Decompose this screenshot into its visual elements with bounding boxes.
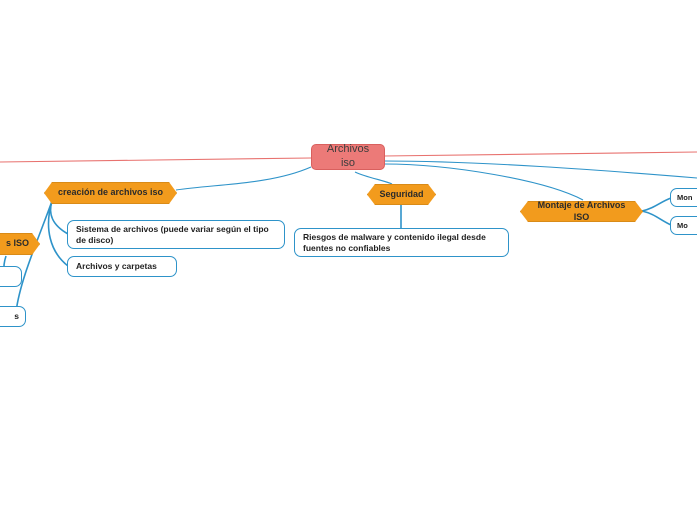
leaf-node-archivos-y-carpetas[interactable]: Archivos y carpetas xyxy=(67,256,177,277)
leaf-node-montaje-sub-2-label: Mo xyxy=(677,220,688,230)
leaf-node-clipped-left-2-label: s xyxy=(14,311,19,322)
leaf-node-sistema-de-archivos[interactable]: Sistema de archivos (puede variar según … xyxy=(67,220,285,249)
leaf-node-clipped-left-2[interactable]: s xyxy=(0,306,26,327)
edge-creacion-carpetas xyxy=(47,200,69,267)
topic-node-seguridad-label: Seguridad xyxy=(379,188,424,199)
topic-node-clipped-left-label: s ISO xyxy=(5,238,29,249)
edge-creacion-sistema xyxy=(49,200,69,235)
topic-node-seguridad[interactable]: Seguridad xyxy=(367,184,436,205)
root-node[interactable]: Archivos iso xyxy=(311,143,385,170)
leaf-node-montaje-sub-1-label: Mon xyxy=(677,192,693,202)
edge-root-right-red xyxy=(383,151,697,157)
topic-node-montaje[interactable]: Montaje de Archivos ISO xyxy=(520,201,643,222)
leaf-node-montaje-sub-1[interactable]: Mon xyxy=(670,188,697,207)
leaf-node-clipped-left-1[interactable] xyxy=(0,266,22,287)
edge-montaje-mon2 xyxy=(641,210,672,226)
edge-root-creacion xyxy=(175,166,312,191)
edge-root-seguridad xyxy=(354,171,393,185)
edge-root-farright xyxy=(383,160,697,179)
leaf-node-archivos-y-carpetas-label: Archivos y carpetas xyxy=(76,261,157,272)
edge-root-left-red xyxy=(0,157,312,163)
edge-creacion-down xyxy=(15,200,53,313)
topic-node-creacion[interactable]: creación de archivos iso xyxy=(44,182,177,204)
leaf-node-sistema-de-archivos-label: Sistema de archivos (puede variar según … xyxy=(76,223,269,245)
topic-node-clipped-left[interactable]: s ISO xyxy=(0,233,40,255)
edge-montaje-mon1 xyxy=(641,197,672,212)
leaf-node-riesgos-malware[interactable]: Riesgos de malware y contenido ilegal de… xyxy=(294,228,509,257)
root-node-label: Archivos iso xyxy=(326,143,370,169)
topic-node-montaje-label: Montaje de Archivos ISO xyxy=(537,200,626,222)
topic-node-creacion-label: creación de archivos iso xyxy=(57,187,164,198)
leaf-node-riesgos-malware-label: Riesgos de malware y contenido ilegal de… xyxy=(303,231,486,253)
leaf-node-montaje-sub-2[interactable]: Mo xyxy=(670,216,697,235)
